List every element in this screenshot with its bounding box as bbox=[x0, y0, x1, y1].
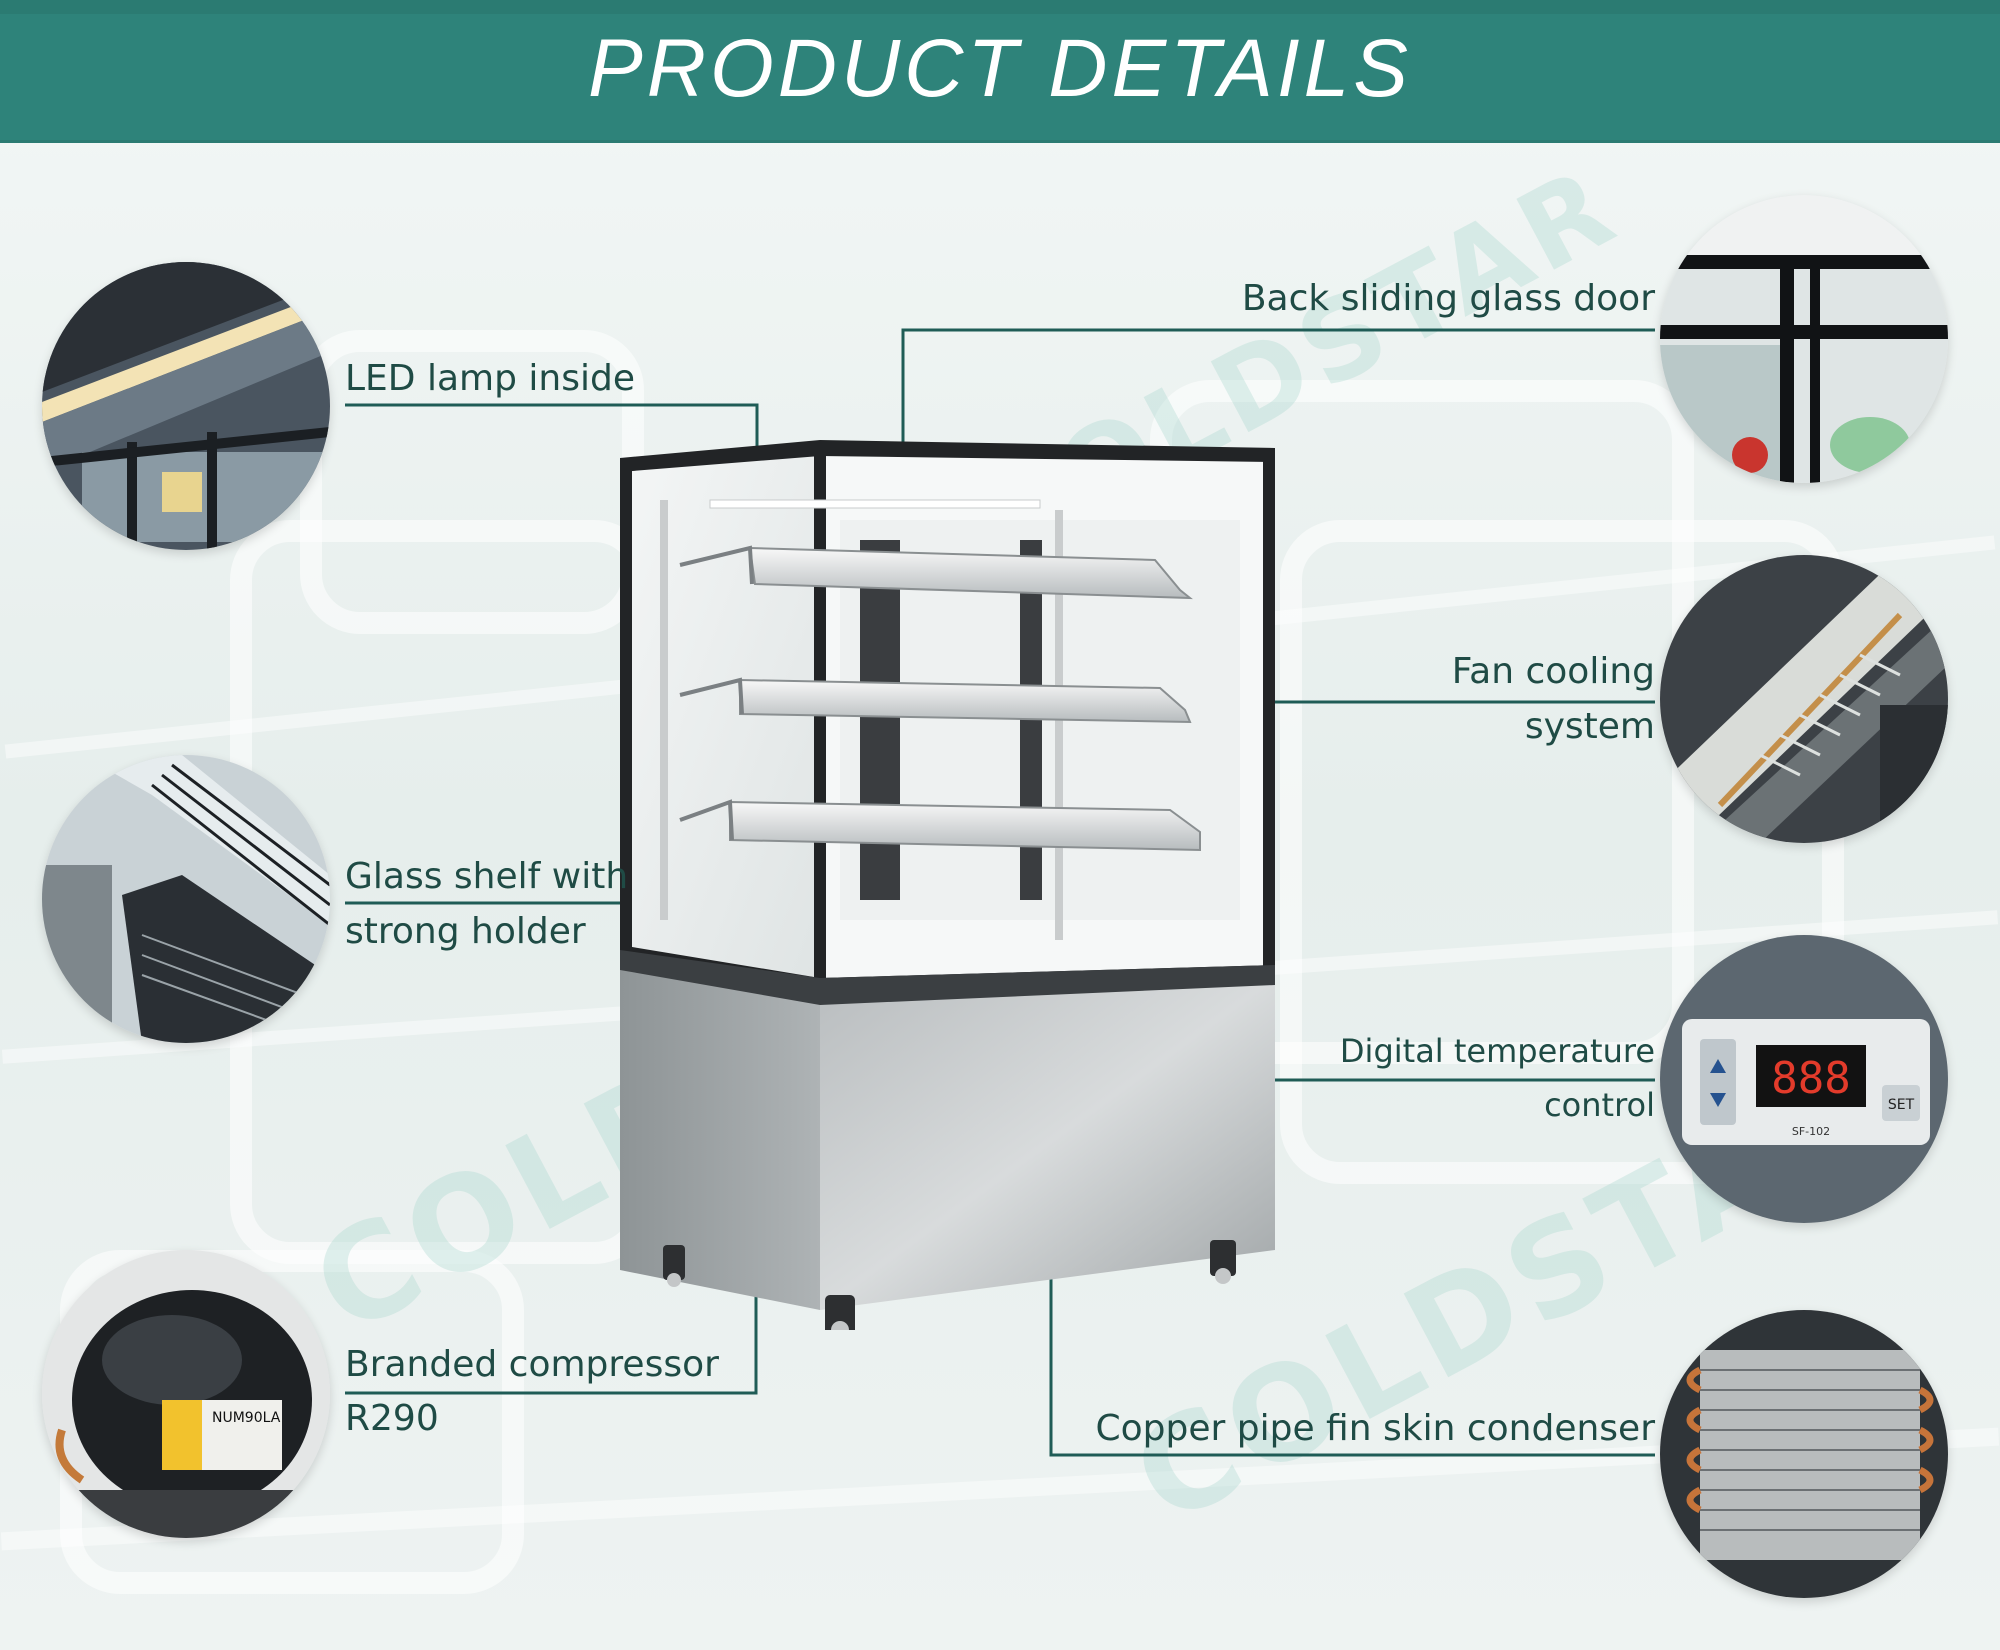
label-compressor-line2: R290 bbox=[345, 1398, 439, 1439]
thermostat-set-label: SET bbox=[1888, 1097, 1915, 1113]
label-back-door: Back sliding glass door bbox=[1241, 278, 1655, 319]
label-glass-shelf-line1: Glass shelf with bbox=[345, 856, 629, 897]
shelf-holder-photo bbox=[42, 755, 330, 1043]
header-band: PRODUCT DETAILS bbox=[0, 0, 2000, 143]
thermostat-model: SF-102 bbox=[1792, 1125, 1830, 1138]
page-title: PRODUCT DETAILS bbox=[588, 23, 1412, 114]
compressor-photo: NUM90LA bbox=[42, 1250, 330, 1538]
condenser-photo bbox=[1660, 1310, 1948, 1598]
sliding-door-photo bbox=[1660, 195, 1948, 483]
label-compressor-line1: Branded compressor bbox=[345, 1344, 719, 1385]
label-glass-shelf-line2: strong holder bbox=[345, 911, 586, 952]
fan-cooling-photo bbox=[1660, 555, 1948, 843]
compressor-badge: NUM90LA bbox=[212, 1410, 281, 1426]
label-fan-cooling-line2: system bbox=[1524, 706, 1655, 747]
label-led-lamp: LED lamp inside bbox=[345, 358, 635, 399]
thermostat-display: 888 bbox=[1771, 1053, 1850, 1104]
led-lamp-photo bbox=[42, 262, 330, 550]
thermostat-photo: 888 SET SF-102 bbox=[1660, 935, 1948, 1223]
label-temperature-line2: control bbox=[1544, 1086, 1655, 1124]
label-temperature-line1: Digital temperature bbox=[1339, 1032, 1655, 1070]
display-cabinet-image bbox=[620, 440, 1275, 1330]
label-fan-cooling-line1: Fan cooling bbox=[1451, 651, 1655, 692]
label-condenser: Copper pipe fin skin condenser bbox=[1095, 1408, 1655, 1449]
